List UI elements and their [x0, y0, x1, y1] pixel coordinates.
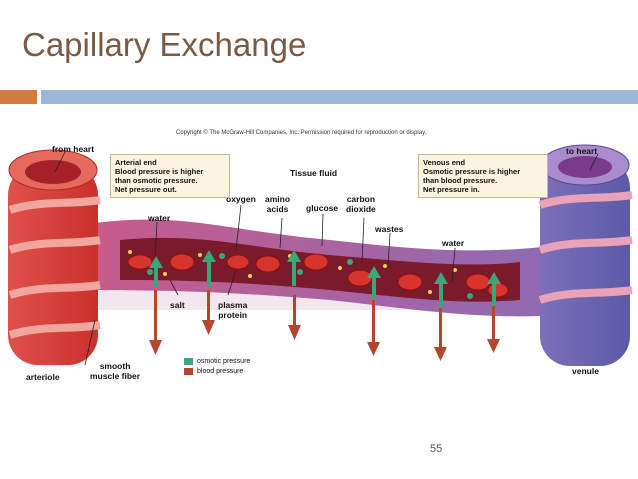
label-water-left: water	[148, 213, 171, 223]
label-amino-acids: amino acids	[265, 194, 291, 214]
venous-end-box: Venous end Osmotic pressure is higher th…	[418, 154, 548, 198]
legend-blood-label: blood pressure	[197, 367, 244, 375]
label-smooth-muscle-fiber: smooth muscle fiber	[90, 361, 141, 381]
osmotic-pressure-arrows	[149, 250, 501, 308]
venule-vessel	[538, 144, 633, 366]
accent-bar-blue	[41, 90, 638, 104]
legend-blood-swatch	[184, 367, 193, 375]
accent-bar-orange	[0, 90, 37, 104]
label-from-heart: from heart	[52, 144, 95, 154]
copyright-notice: Copyright © The McGraw-Hill Companies, I…	[176, 130, 427, 136]
arterial-end-box: Arterial end Blood pressure is higher th…	[110, 154, 230, 198]
slide-title: Capillary Exchange	[22, 26, 307, 63]
label-wastes: wastes	[375, 224, 404, 234]
label-tissue-fluid: Tissue fluid	[290, 168, 338, 178]
label-glucose: glucose	[306, 203, 339, 213]
label-carbon-dioxide: carbon dioxide	[346, 194, 376, 214]
venous-heading: Venous end	[423, 158, 466, 167]
label-oxygen: oxygen	[226, 194, 256, 204]
legend-osmotic-label: osmotic pressure	[197, 357, 251, 365]
label-to-heart: to heart	[566, 146, 598, 156]
arterial-line3: Net pressure out.	[115, 185, 177, 194]
page-number: 55	[430, 443, 443, 455]
arterial-line1: Blood pressure is higher	[115, 167, 204, 176]
label-plasma-protein: plasma protein	[218, 300, 248, 320]
label-venule: venule	[572, 366, 599, 376]
label-salt: salt	[170, 300, 185, 310]
particles	[128, 250, 457, 294]
arterial-heading: Arterial end	[115, 158, 157, 167]
legend-osmotic: osmotic pressure	[184, 356, 250, 366]
label-arteriole: arteriole	[26, 372, 60, 382]
legend-osmotic-swatch	[184, 357, 193, 365]
pointer-lines	[54, 151, 599, 366]
legend-blood: blood pressure	[184, 366, 250, 376]
venous-line3: Net pressure in.	[423, 185, 480, 194]
label-water-right: water	[442, 238, 465, 248]
venous-line2: than blood pressure.	[423, 176, 498, 185]
red-blood-cells	[127, 253, 509, 298]
venous-line1: Osmotic pressure is higher	[423, 167, 521, 176]
arteriole-vessel	[8, 149, 101, 365]
arterial-line2: than osmotic pressure.	[115, 176, 198, 185]
legend: osmotic pressure blood pressure	[184, 356, 250, 376]
blood-pressure-arrows	[149, 290, 500, 361]
